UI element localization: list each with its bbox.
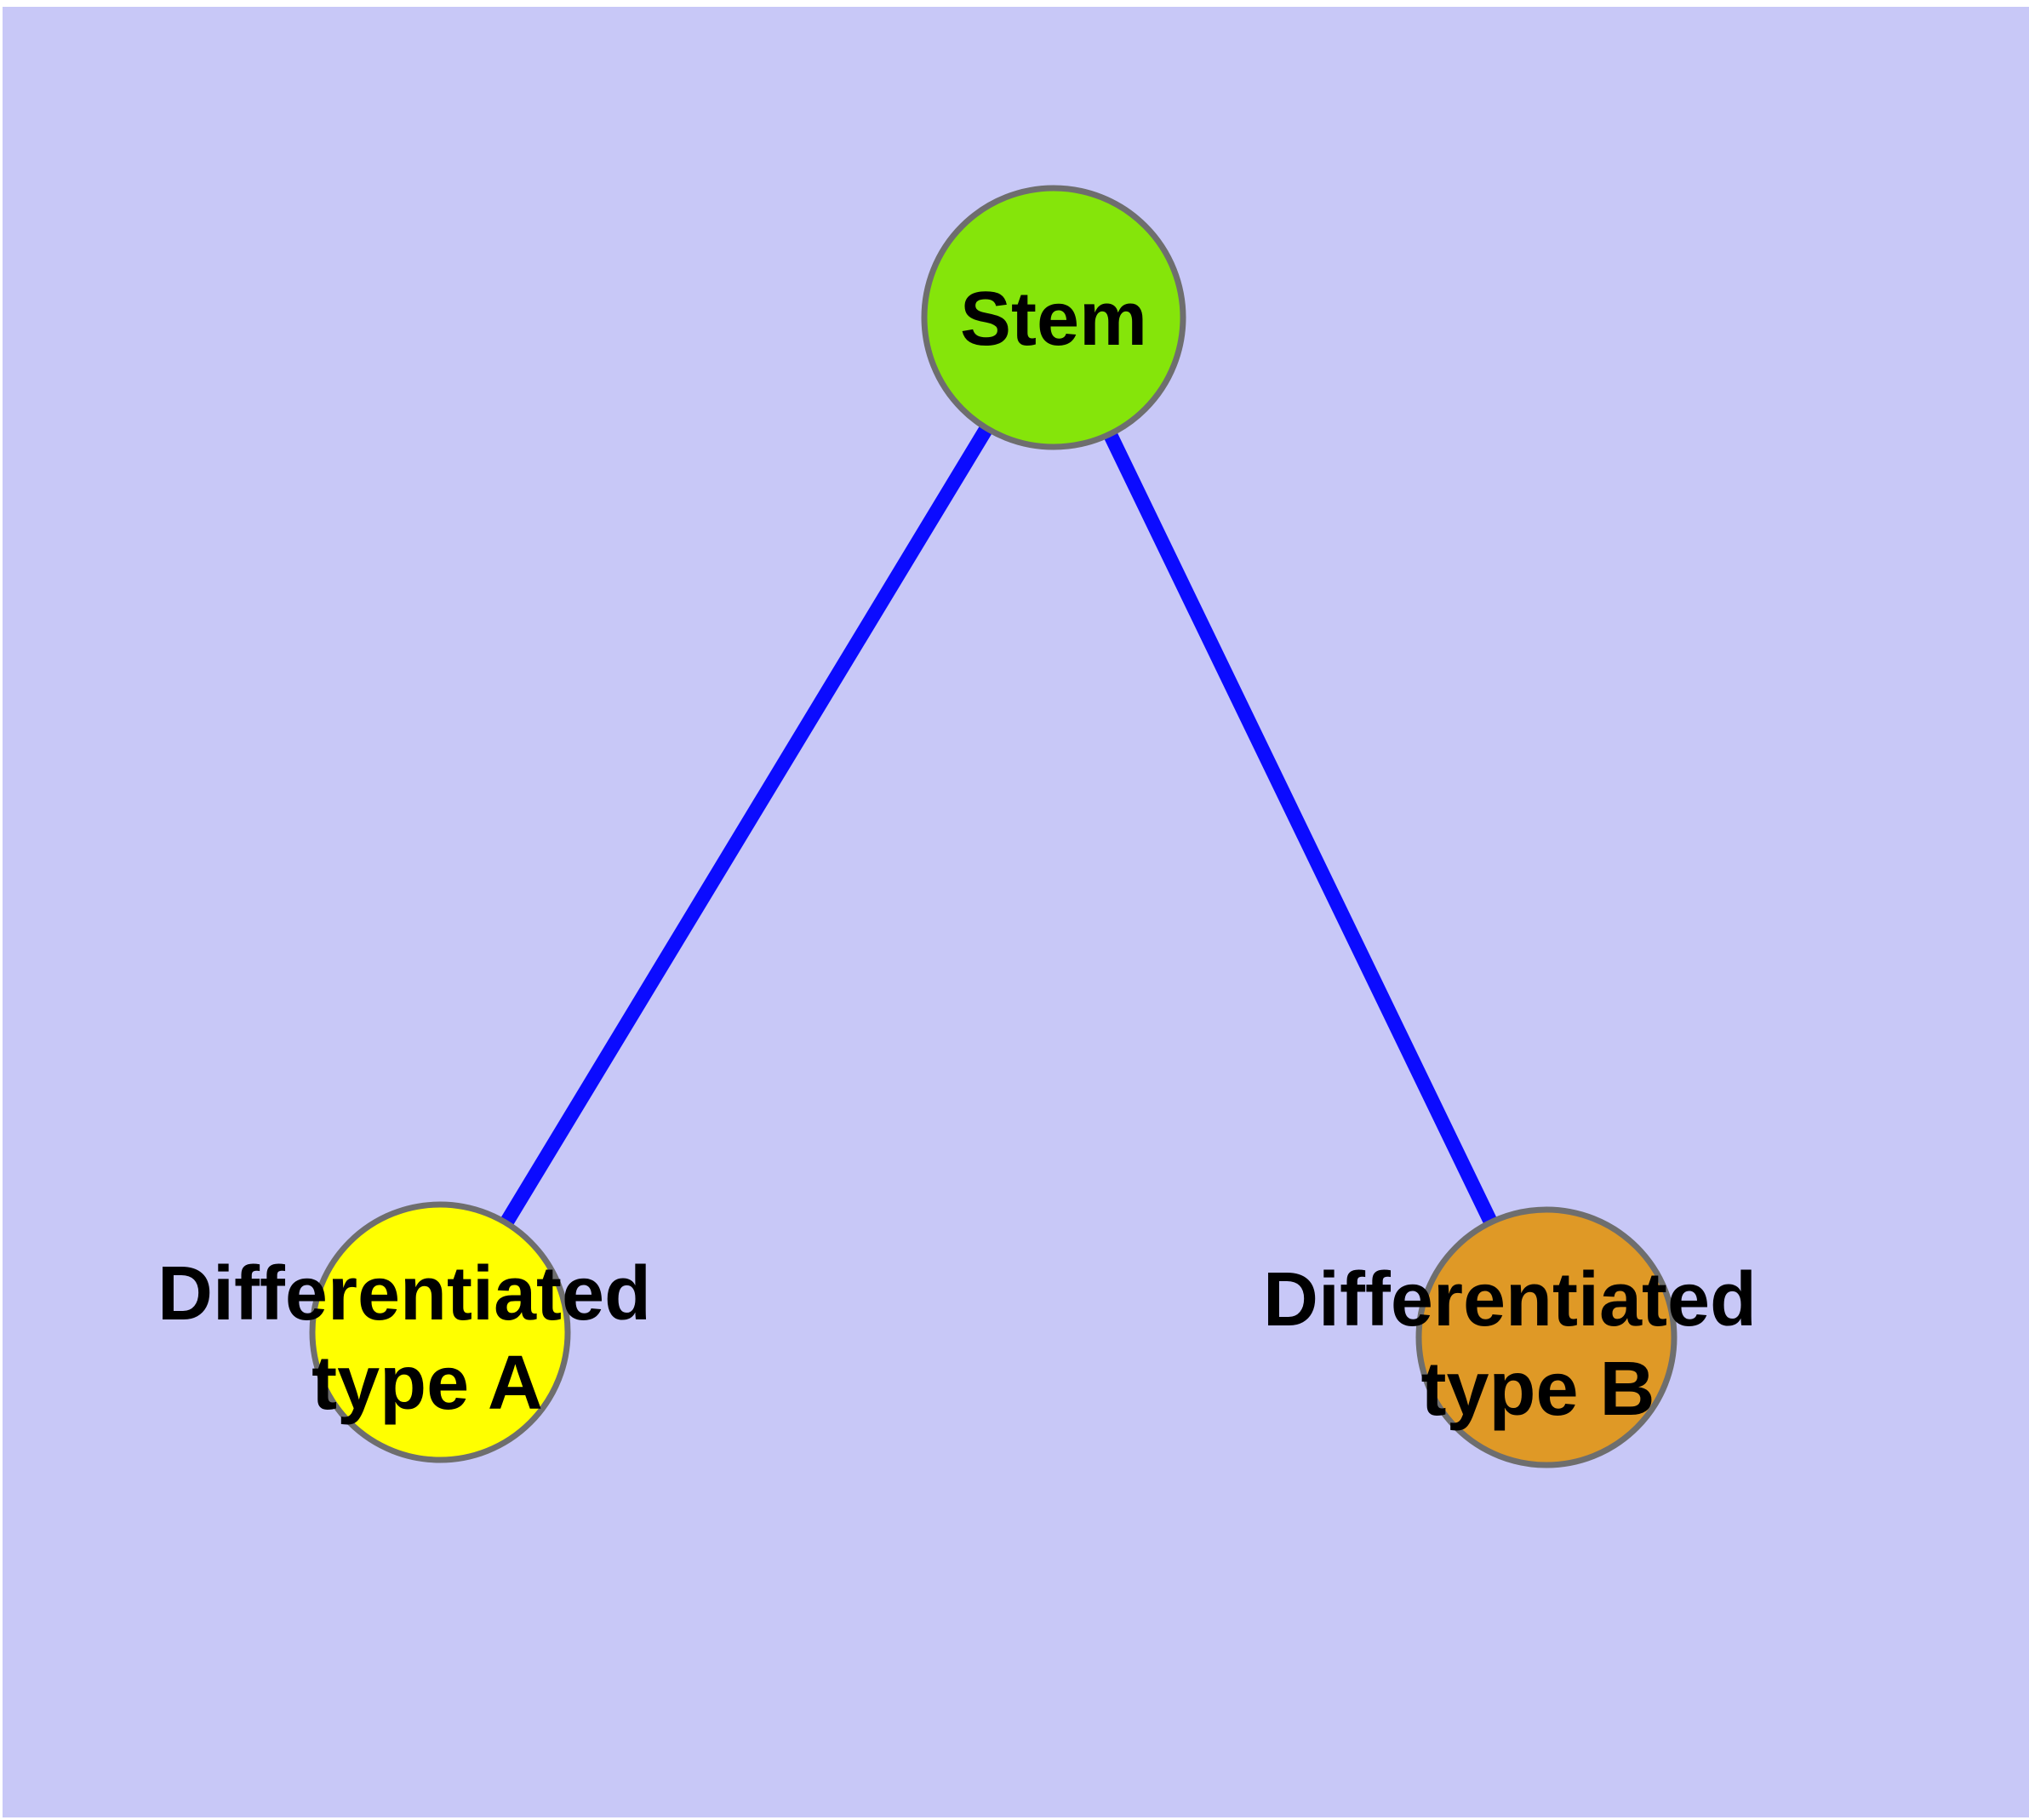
node-type-b-label-line2: type B [1420, 1347, 1655, 1432]
node-type-a-label-line1: Differentiated [157, 1251, 651, 1336]
node-stem-label: Stem [960, 277, 1147, 362]
node-differentiated-type-b [1415, 1206, 1677, 1468]
edge-stem-to-type-a [433, 313, 1060, 1336]
node-type-b-label-line1: Differentiated [1263, 1257, 1757, 1342]
node-type-a-label-line2: type A [311, 1341, 543, 1426]
edge-stem-to-type-b [1047, 314, 1553, 1341]
node-stem [921, 185, 1186, 450]
node-differentiated-type-a [309, 1201, 571, 1463]
